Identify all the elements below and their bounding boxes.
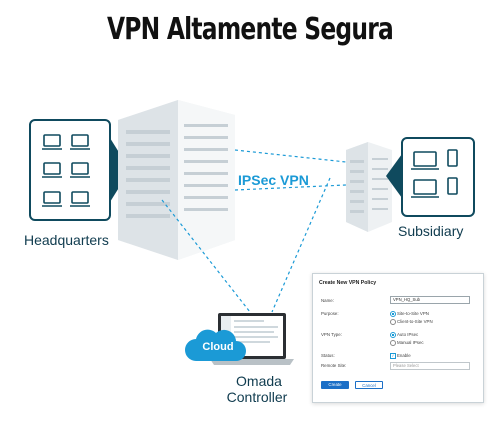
headquarters-building [118, 100, 235, 260]
cloud-icon [185, 329, 246, 361]
dialog-title: Create New VPN Policy [319, 280, 377, 286]
cancel-button[interactable]: Cancel [355, 381, 383, 389]
headquarters-label: Headquarters [24, 232, 109, 248]
purpose-site-to-site-radio[interactable] [390, 311, 396, 317]
name-label: Name: [321, 298, 334, 303]
subsidiary-building [346, 142, 392, 232]
subsidiary-devices-panel [386, 137, 475, 217]
vpn-policy-dialog: Create New VPN Policy Name: VPN_HQ_Sub P… [312, 273, 484, 403]
create-button[interactable]: Create [321, 381, 349, 389]
vpn-type-auto-radio[interactable] [390, 332, 396, 338]
controller-label-line2: Controller [226, 389, 288, 405]
hq-devices-panel [29, 119, 130, 221]
remote-site-select[interactable]: Please Select [390, 362, 470, 370]
status-enable-checkbox[interactable]: ✓ [390, 353, 396, 359]
page-title: VPN Altamente Segura [106, 12, 394, 47]
status-enable-text: Enable [397, 353, 411, 358]
vpn-type-label: VPN Type: [321, 332, 342, 337]
cloud-label: Cloud [202, 341, 234, 353]
vpn-type-option-manual: Manual IPsec [397, 340, 424, 345]
vpn-type-manual-radio[interactable] [390, 340, 396, 346]
ipsec-tunnel-lines [161, 149, 347, 313]
vpn-type-option-auto: Auto IPsec [397, 332, 419, 337]
purpose-option-client: Client-to-Site VPN [397, 319, 433, 324]
name-input[interactable]: VPN_HQ_Sub [390, 296, 470, 304]
ipsec-vpn-label: IPSec VPN [238, 172, 309, 188]
purpose-client-to-site-radio[interactable] [390, 319, 396, 325]
remote-site-label: Remote Site: [321, 363, 347, 368]
status-label: Status: [321, 353, 335, 358]
subsidiary-label: Subsidiary [398, 223, 464, 239]
purpose-option-site: Site-to-Site VPN [397, 311, 429, 316]
purpose-label: Purpose: [321, 311, 339, 316]
controller-label-line1: Omada [236, 373, 282, 389]
